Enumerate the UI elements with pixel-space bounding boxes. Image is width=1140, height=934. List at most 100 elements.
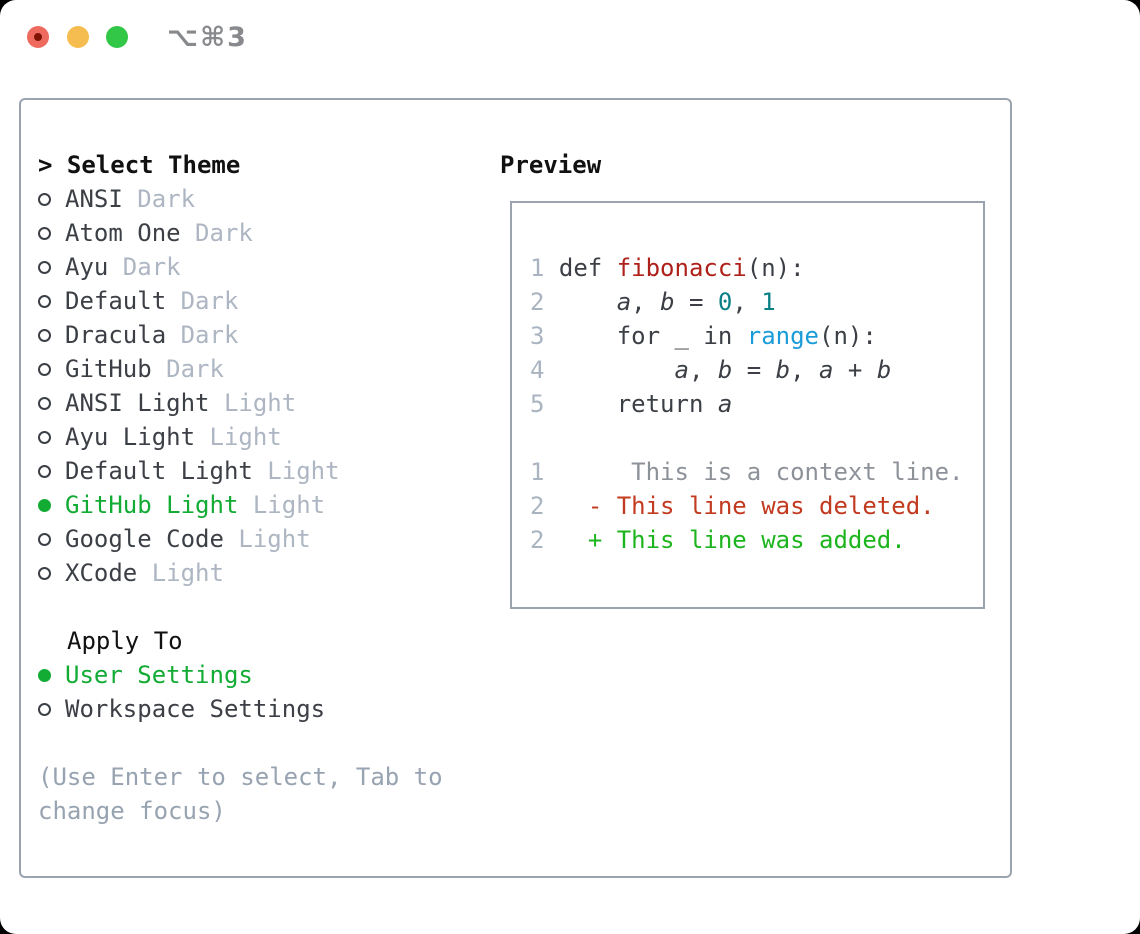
theme-option-default-light[interactable]: Default Light Light — [38, 454, 488, 488]
apply-option-workspace-settings[interactable]: Workspace Settings — [38, 692, 488, 726]
code-token-fg: , — [631, 288, 661, 316]
line-number: 5 — [530, 390, 545, 418]
theme-variant-label: Light — [223, 525, 311, 553]
theme-name: Ayu Light — [65, 423, 196, 451]
line-number: 2 — [530, 288, 545, 316]
help-text-line: change focus) — [38, 797, 226, 825]
code-token-fg: return — [544, 390, 718, 418]
code-line — [530, 421, 983, 455]
select-theme-title: Select Theme — [66, 151, 241, 179]
apply-to-title: Apply To — [67, 627, 183, 655]
theme-name: ANSI — [65, 185, 123, 213]
theme-name: GitHub Light — [65, 491, 239, 519]
theme-option-ayu[interactable]: Ayu Dark — [38, 250, 488, 284]
code-token-fg — [544, 288, 616, 316]
code-token-fg — [544, 526, 587, 554]
window-title: ⌥⌘3 — [167, 22, 248, 53]
theme-name: Google Code — [65, 525, 224, 553]
theme-variant-label: Light — [252, 457, 340, 485]
apply-option-user-settings[interactable]: User Settings — [38, 658, 488, 692]
theme-option-default[interactable]: Default Dark — [38, 284, 488, 318]
radio-icon — [38, 227, 51, 240]
theme-variant-label: Light — [137, 559, 224, 587]
theme-name: XCode — [65, 559, 138, 587]
code-token-var: b — [775, 356, 791, 384]
code-token-builtin: range — [746, 322, 819, 350]
traffic-light-close-icon[interactable] — [27, 26, 49, 48]
radio-icon — [38, 703, 51, 716]
code-token-var: a — [674, 356, 689, 384]
title-bar: ⌥⌘3 — [0, 0, 1140, 75]
radio-selected-icon — [38, 499, 51, 512]
apply-option-label: Workspace Settings — [65, 695, 326, 723]
theme-option-github[interactable]: GitHub Dark — [38, 352, 488, 386]
theme-name: Ayu — [65, 253, 109, 281]
code-token-fg: def — [544, 254, 617, 282]
code-token-fg: for _ in — [544, 322, 747, 350]
code-line: 4 a, b = b, a + b — [530, 353, 983, 387]
theme-variant-label: Dark — [166, 287, 239, 315]
code-token-ctx: This is a context line. — [544, 458, 964, 486]
radio-icon — [38, 397, 51, 410]
apply-option-label: User Settings — [65, 661, 253, 689]
code-token-fg: (n): — [819, 322, 877, 350]
radio-selected-icon — [38, 669, 51, 682]
apply-to-header: Apply To — [38, 624, 488, 658]
theme-option-ansi-light[interactable]: ANSI Light Light — [38, 386, 488, 420]
theme-variant-label: Light — [195, 423, 282, 451]
theme-option-xcode[interactable]: XCode Light — [38, 556, 488, 590]
theme-variant-label: Dark — [180, 219, 253, 247]
traffic-light-minimize-icon[interactable] — [67, 26, 89, 48]
code-token-var: b — [876, 356, 892, 384]
traffic-light-zoom-icon[interactable] — [106, 26, 128, 48]
radio-icon — [38, 533, 51, 546]
code-line: 1 def fibonacci(n): — [530, 251, 983, 285]
help-text-line: (Use Enter to select, Tab to — [38, 763, 443, 791]
theme-name: GitHub — [65, 355, 152, 383]
code-line: 1 This is a context line. — [530, 455, 983, 489]
theme-variant-label: Dark — [151, 355, 224, 383]
theme-option-ayu-light[interactable]: Ayu Light Light — [38, 420, 488, 454]
theme-variant-label: Light — [209, 389, 297, 417]
code-token-fg: + — [833, 356, 877, 384]
line-number: 4 — [530, 356, 545, 384]
code-token-del: - This line was deleted. — [587, 492, 935, 520]
code-token-num: 0 — [717, 288, 733, 316]
code-token-add: + This line was added. — [587, 526, 906, 554]
code-token-var: a — [717, 390, 733, 418]
help-text: (Use Enter to select, Tab to change focus… — [38, 760, 488, 828]
theme-option-ansi[interactable]: ANSI Dark — [38, 182, 488, 216]
code-token-var: b — [660, 288, 675, 316]
theme-name: Dracula — [65, 321, 167, 349]
code-token-num: 1 — [761, 288, 776, 316]
line-number: 2 — [530, 526, 545, 554]
prompt-caret-icon: > — [38, 151, 67, 179]
line-number: 1 — [530, 458, 545, 486]
code-token-func: fibonacci — [616, 254, 747, 282]
preview-title: Preview — [500, 151, 602, 179]
theme-option-google-code[interactable]: Google Code Light — [38, 522, 488, 556]
theme-option-atom-one[interactable]: Atom One Dark — [38, 216, 488, 250]
spacer — [38, 590, 488, 624]
theme-name: Default Light — [65, 457, 253, 485]
code-token-var: a — [616, 288, 632, 316]
code-token-fg: (n): — [746, 254, 805, 282]
radio-icon — [38, 363, 51, 376]
code-token-fg: , — [732, 288, 762, 316]
theme-name: Atom One — [65, 219, 181, 247]
code-line: 2 + This line was added. — [530, 523, 983, 557]
theme-option-github-light[interactable]: GitHub Light Light — [38, 488, 488, 522]
code-token-fg — [544, 356, 674, 384]
code-token-var: a — [819, 356, 834, 384]
code-token-fg: , — [688, 356, 718, 384]
code-token-fg: = — [732, 356, 776, 384]
radio-icon — [38, 295, 51, 308]
line-number: 3 — [530, 322, 545, 350]
theme-option-dracula[interactable]: Dracula Dark — [38, 318, 488, 352]
